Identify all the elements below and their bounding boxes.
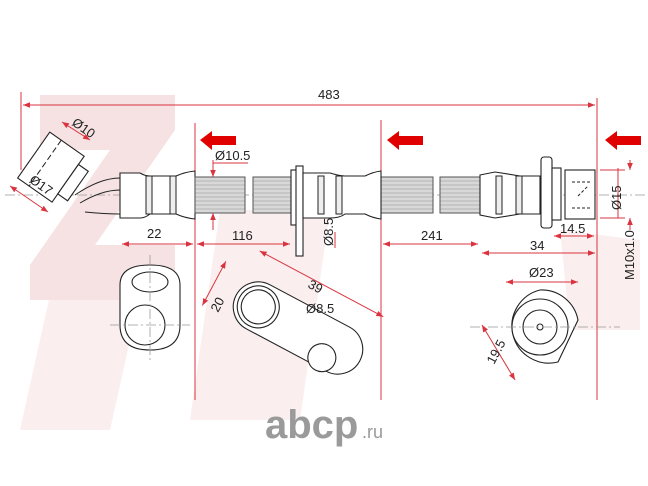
flange-end-view [470,279,620,381]
hose-dia-label: Ø10.5 [215,148,250,163]
hose-segment [252,176,292,214]
right-fitting-length-label: 34 [530,238,544,253]
left-ferrule [119,170,196,220]
bent-tube [74,177,121,215]
second-segment-label: 241 [421,228,443,243]
reference-lines [20,92,598,400]
hose-segment [439,176,481,214]
watermark [20,95,640,430]
thread-length-label: 14.5 [560,221,585,236]
arrow-left-icon [605,131,641,150]
plate-hole-label: Ø8.5 [306,301,334,316]
bracket-plate-view [201,250,384,375]
hose-segment [380,176,434,214]
end-dia-label: Ø15 [609,185,624,210]
arrow-left-icon [387,131,423,150]
nut-end-view [110,255,190,360]
thread-label: M10x1.0 [622,230,637,280]
right-fitting [479,156,596,229]
first-segment-label: 116 [232,228,253,243]
left-fitting-length-label: 22 [147,226,161,241]
overall-length-label: 483 [318,87,340,102]
plate-length-label: 39 [306,276,326,296]
plate-width-label: 20 [207,295,227,315]
svg-text:abcp: abcp [265,403,358,447]
hose-segment [194,176,246,214]
abcp-logo: abcp .ru [265,403,383,447]
middle-bracket [290,165,382,257]
bracket-hole-label: Ø8.5 [321,218,336,246]
svg-text:.ru: .ru [362,422,383,442]
flange-dia-label: Ø23 [529,265,554,280]
direction-arrows [200,131,641,150]
arrow-left-icon [200,131,236,150]
